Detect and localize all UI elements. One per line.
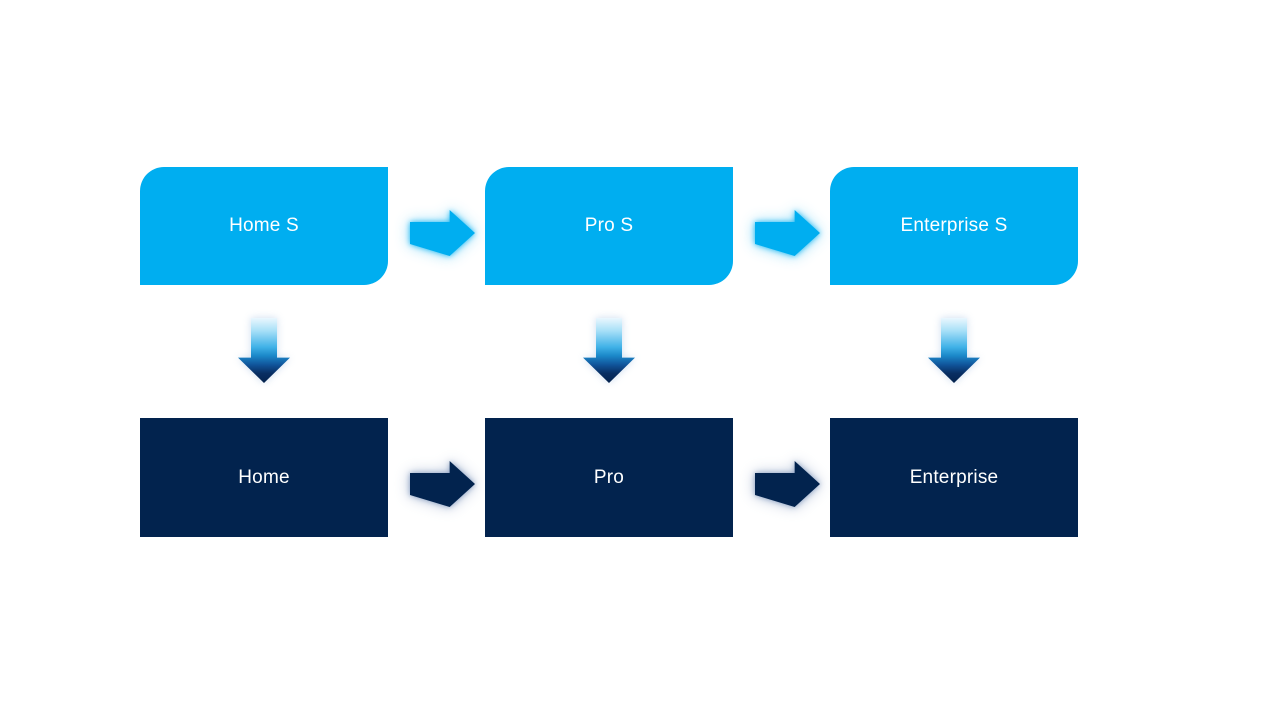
node-pro-s: Pro S (485, 167, 733, 285)
right-arrow-shape (755, 461, 820, 507)
node-pro: Pro (485, 418, 733, 537)
down-arrow-icon (583, 318, 635, 383)
down-arrow-icon (928, 318, 980, 383)
node-label: Enterprise S (900, 215, 1008, 236)
node-label: Home S (229, 215, 299, 236)
right-arrow-icon (410, 461, 475, 507)
node-enterprise: Enterprise (830, 418, 1078, 537)
down-arrow-shape (583, 318, 635, 383)
node-enterprise-s: Enterprise S (830, 167, 1078, 285)
right-arrow-icon (410, 210, 475, 256)
down-arrow-shape (928, 318, 980, 383)
right-arrow-icon (755, 461, 820, 507)
right-arrow-shape (410, 461, 475, 507)
node-label: Pro (593, 466, 625, 488)
right-arrow-icon (755, 210, 820, 256)
node-label: Enterprise (909, 466, 999, 488)
node-label: Pro S (584, 215, 634, 236)
right-arrow-shape (410, 210, 475, 256)
node-label: Home (238, 466, 290, 488)
node-home: Home (140, 418, 388, 537)
down-arrow-icon (238, 318, 290, 383)
node-home-s: Home S (140, 167, 388, 285)
right-arrow-shape (755, 210, 820, 256)
down-arrow-shape (238, 318, 290, 383)
